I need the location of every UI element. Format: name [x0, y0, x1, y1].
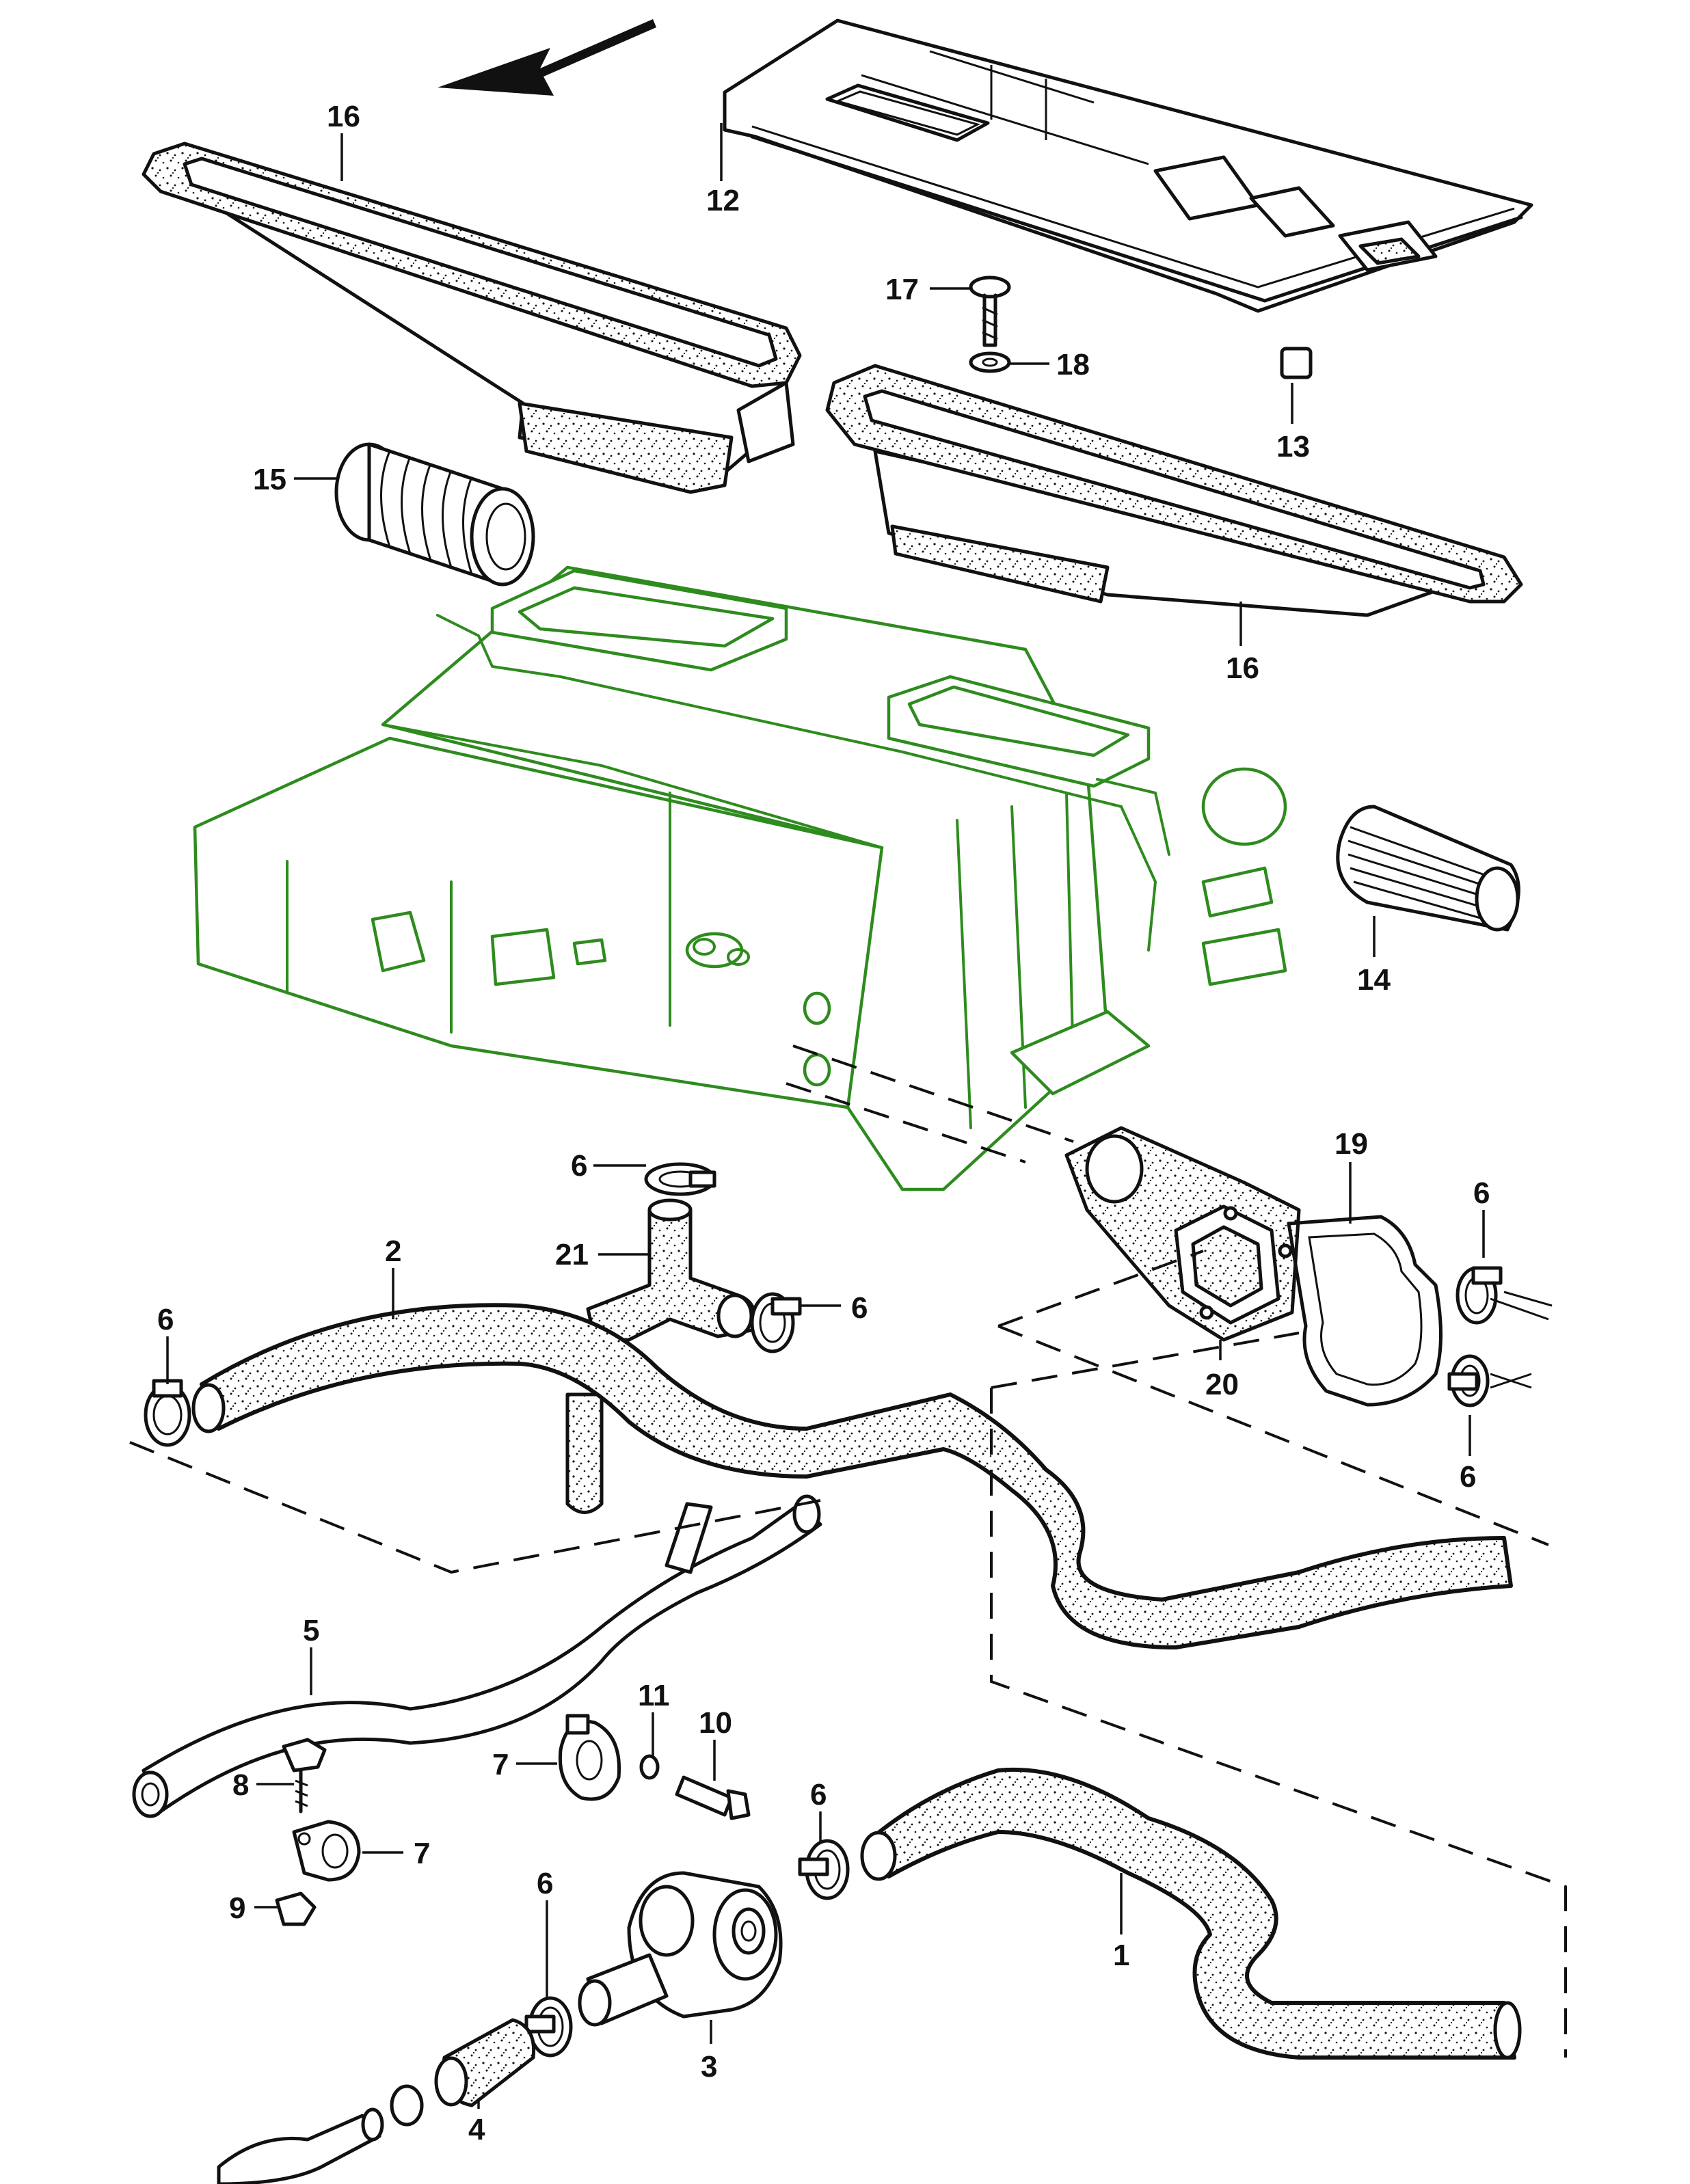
clip-13: [1280, 347, 1313, 379]
nut-9: [275, 1891, 317, 1926]
leader-lines: [166, 123, 1485, 2109]
callout-10: 10: [699, 1706, 732, 1740]
bellows-hose-15: [334, 442, 535, 587]
hose-stub-4: [217, 2018, 536, 2184]
coolant-hose-1: [860, 1767, 1522, 2060]
valve-housing-3: [578, 1871, 783, 2027]
callout-6-lower-left: 6: [537, 1867, 553, 1900]
hose-clamp-6e: [144, 1379, 191, 1447]
callout-20: 20: [1205, 1368, 1239, 1401]
callout-6-flange-top: 6: [1473, 1176, 1490, 1210]
callout-16-top: 16: [327, 100, 360, 133]
flange-20: [1064, 1126, 1301, 1342]
callout-3: 3: [701, 2050, 717, 2084]
washer-18: [969, 351, 1011, 373]
arrow-icon: [438, 19, 656, 96]
hose-clamp-6c: [644, 1162, 716, 1196]
callout-5: 5: [303, 1614, 319, 1647]
callout-21: 21: [555, 1238, 589, 1271]
bolt-10: [675, 1775, 751, 1820]
callout-6-left: 6: [157, 1303, 174, 1336]
callout-16-right: 16: [1226, 651, 1259, 685]
screw-17: [969, 275, 1011, 347]
callout-7-upper: 7: [492, 1748, 509, 1781]
callout-14: 14: [1357, 963, 1391, 997]
callout-labels: 16 12 17 18 13 15 16 14 6 19 6 21 6 2 6 …: [157, 100, 1490, 2146]
callout-19: 19: [1334, 1127, 1368, 1161]
callout-6-flange-bottom: 6: [1460, 1460, 1476, 1494]
callout-7-lower: 7: [414, 1837, 430, 1870]
callout-8: 8: [232, 1768, 249, 1802]
cowl-panel: [723, 18, 1533, 313]
heater-box-assembly: [193, 565, 1287, 1191]
callout-2: 2: [385, 1235, 401, 1268]
gasket-19: [1287, 1215, 1443, 1407]
flex-hose-14: [1336, 805, 1520, 932]
lock-washer-11: [639, 1754, 660, 1780]
callout-12: 12: [706, 184, 740, 217]
air-duct-right: [825, 364, 1523, 617]
callout-18: 18: [1056, 348, 1090, 381]
hose-clamp-6g: [524, 1996, 573, 2058]
coolant-hose-2: [191, 1303, 1513, 1649]
callout-1: 1: [1113, 1939, 1129, 1972]
hose-clamp-6b: [1447, 1354, 1490, 1407]
hose-clamp-6f: [798, 1839, 850, 1900]
callout-13: 13: [1276, 430, 1310, 463]
callout-11: 11: [638, 1679, 670, 1712]
air-duct-left: [142, 141, 802, 494]
callout-9: 9: [229, 1891, 245, 1925]
callout-6-lower-right: 6: [810, 1778, 827, 1811]
bracket-7a: [292, 1820, 361, 1882]
callout-6-t-right: 6: [851, 1291, 868, 1325]
routing-lines: [129, 1044, 1567, 2058]
bolt-8: [282, 1738, 327, 1814]
metal-pipe-5: [132, 1494, 822, 1818]
hose-clamp-6d: [750, 1292, 802, 1353]
callout-17: 17: [885, 273, 919, 306]
hose-clamp-6a: [1456, 1266, 1503, 1325]
callout-15: 15: [253, 463, 286, 496]
callout-6-t-top: 6: [571, 1149, 587, 1183]
callout-4: 4: [468, 2113, 485, 2146]
bracket-7b: [558, 1714, 621, 1801]
